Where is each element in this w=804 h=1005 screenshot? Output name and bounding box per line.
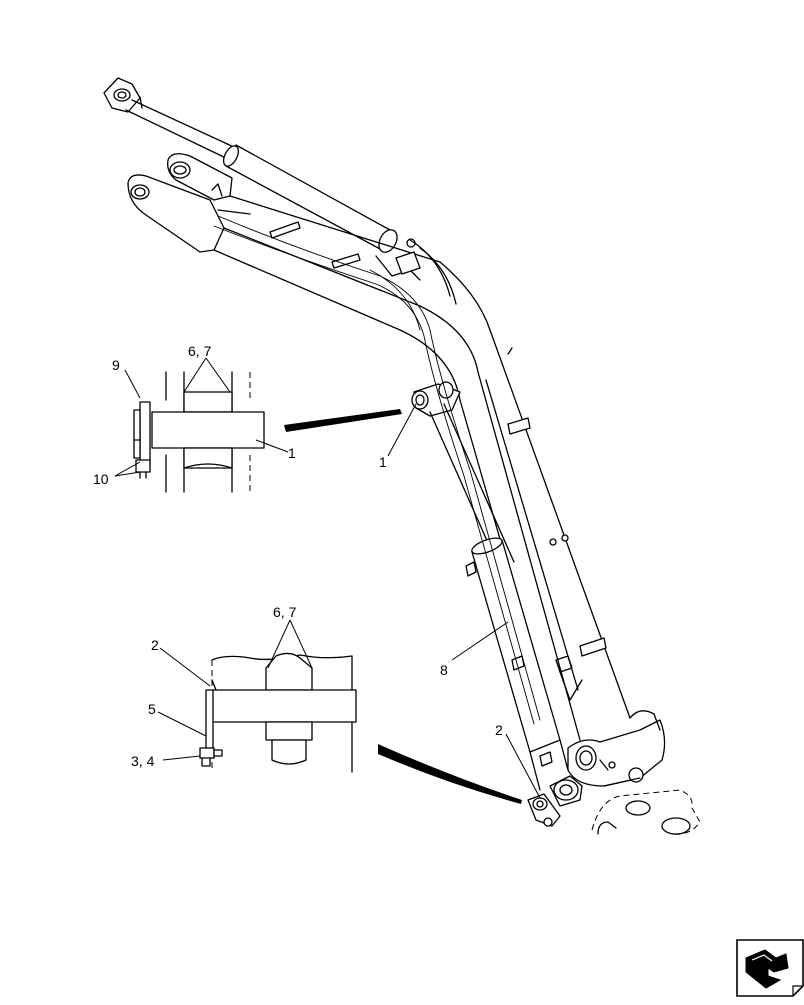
wedge-arrow-upper — [284, 409, 402, 432]
callout-8: 8 — [440, 662, 448, 678]
inset-top — [133, 371, 265, 493]
boom-tip — [127, 153, 233, 253]
callout-10: 10 — [93, 471, 109, 487]
callout-3-4: 3, 4 — [131, 753, 155, 769]
callout-2-inset: 2 — [151, 637, 159, 653]
page-turn-arrow-icon — [736, 939, 804, 997]
turntable — [591, 789, 701, 835]
boom-cylinder — [411, 381, 583, 827]
callout-6-7-bottom: 6, 7 — [273, 604, 297, 620]
callout-1-inset: 1 — [288, 445, 296, 461]
upper-cylinder-rod — [103, 77, 237, 161]
hydraulic-lines — [213, 215, 541, 725]
callout-1-main: 1 — [379, 454, 387, 470]
boom-assembly — [103, 77, 701, 835]
leader-lines — [114, 357, 541, 799]
boom-base — [567, 710, 666, 787]
inset-bottom — [199, 652, 357, 773]
boom-main-section — [459, 329, 631, 741]
callout-9: 9 — [112, 357, 120, 373]
callout-5: 5 — [148, 701, 156, 717]
callout-labels: 9 6, 7 1 10 1 6, 7 2 5 3, 4 8 2 — [93, 343, 503, 769]
boom-upper-section — [213, 195, 491, 401]
wedge-arrow-lower — [378, 744, 522, 804]
callout-2-main: 2 — [495, 722, 503, 738]
callout-6-7-top: 6, 7 — [188, 343, 212, 359]
